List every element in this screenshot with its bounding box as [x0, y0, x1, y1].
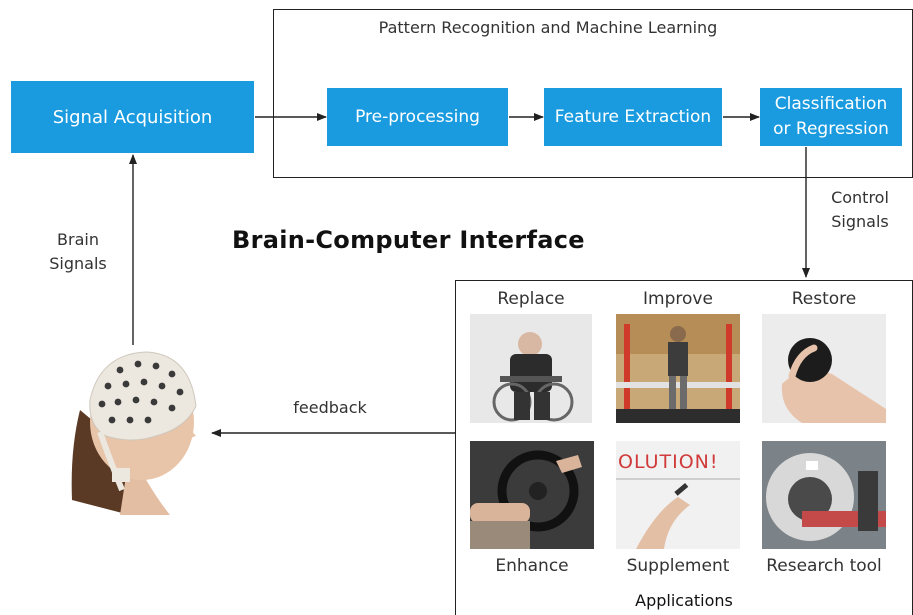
control-signals-label: Control Signals — [815, 186, 905, 234]
feature-extraction-block: Feature Extraction — [544, 88, 722, 146]
brain-signals-line1: Brain — [57, 230, 99, 249]
applications-footer: Applications — [635, 591, 733, 610]
photo-mri-scanner — [762, 441, 886, 549]
app-label-restore: Restore — [791, 289, 857, 309]
photo-gait-trainer — [616, 314, 740, 423]
photo-hand-ball — [762, 314, 886, 423]
signal-acquisition-block: Signal Acquisition — [11, 81, 254, 153]
photo-whiteboard: OLUTION! — [616, 441, 740, 549]
app-label-improve: Improve — [643, 289, 713, 309]
control-signals-line1: Control — [831, 188, 889, 207]
classification-block: Classification or Regression — [760, 88, 902, 146]
photo-steering-wheel — [470, 441, 594, 549]
app-label-supplement: Supplement — [626, 556, 730, 576]
preprocessing-block: Pre-processing — [327, 88, 508, 146]
diagram-title: Brain-Computer Interface — [232, 226, 585, 254]
control-signals-line2: Signals — [831, 212, 889, 231]
app-label-enhance: Enhance — [495, 556, 569, 576]
brain-signals-label: Brain Signals — [38, 228, 118, 276]
classification-label-line2: or Regression — [773, 119, 889, 139]
app-label-research-tool: Research tool — [766, 556, 882, 576]
ml-pipeline-title: Pattern Recognition and Machine Learning — [378, 18, 718, 37]
feedback-label: feedback — [293, 398, 367, 417]
photo-wheelchair-user — [470, 314, 592, 423]
brain-signals-line2: Signals — [49, 254, 107, 273]
classification-label-line1: Classification — [774, 94, 888, 114]
eeg-cap-person — [60, 340, 210, 515]
whiteboard-text: OLUTION! — [618, 451, 719, 473]
app-label-replace: Replace — [497, 289, 565, 309]
